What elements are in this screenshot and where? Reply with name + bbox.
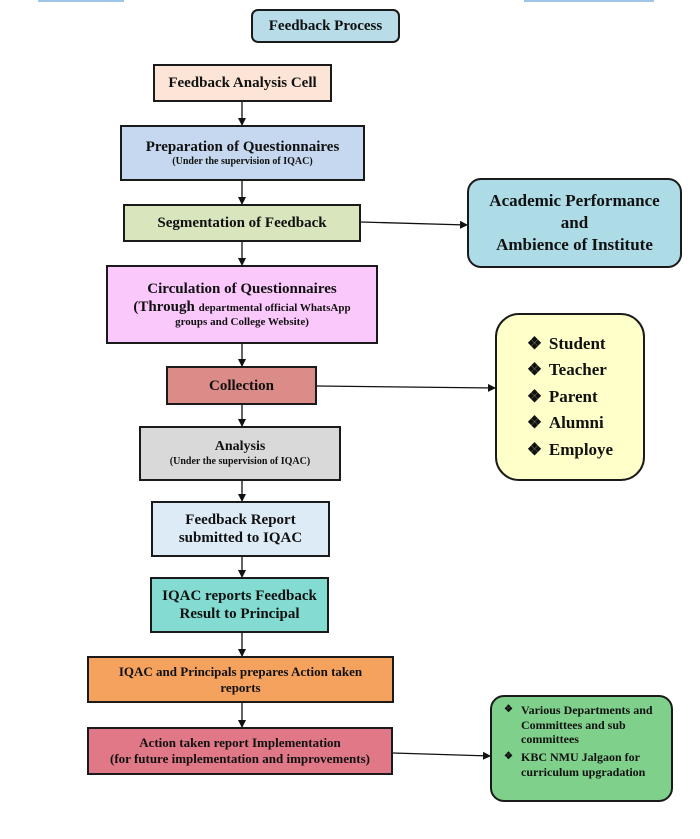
side-box-implementation-bodies: ❖Various Departments and Committees and …	[490, 695, 673, 802]
step-label: Analysis	[214, 439, 266, 455]
step-segmentation-of-feedback: Segmentation of Feedback	[123, 204, 361, 242]
side-box-academic-performance: Academic Performance and Ambience of Ins…	[467, 178, 682, 268]
side-box-line3: Ambience of Institute	[496, 235, 653, 255]
step-collection: Collection	[166, 366, 317, 405]
step-label-line2: submitted to IQAC	[178, 530, 303, 546]
diamond-bullet-icon: ❖	[504, 750, 513, 762]
arrow-implementation-to-bodies	[392, 751, 491, 760]
stakeholder-item: ❖Employe	[526, 439, 614, 459]
step-label: Collection	[209, 377, 274, 394]
stakeholder-item: ❖Alumni	[526, 413, 604, 433]
implementation-item: ❖KBC NMU Jalgaon for curriculum upgradat…	[504, 749, 646, 779]
step-note: (Under the supervision of IQAC)	[169, 455, 311, 467]
step-label-line1: IQAC reports Feedback	[162, 588, 317, 604]
title-text: Feedback Process	[268, 18, 383, 34]
step-label: Feedback Analysis Cell	[168, 75, 317, 91]
step-analysis: Analysis (Under the supervision of IQAC)	[139, 426, 341, 481]
stakeholder-item: ❖Student	[526, 334, 606, 354]
implementation-item: ❖Various Departments and Committees and …	[504, 703, 653, 747]
stakeholder-item: ❖Parent	[526, 386, 598, 406]
side-box-line2: and	[560, 212, 589, 232]
top-decoration-line-right	[524, 0, 654, 2]
step-circulation-of-questionnaires: Circulation of Questionnaires (Through d…	[106, 265, 378, 344]
step-label: Circulation of Questionnaires	[147, 280, 337, 297]
side-box-stakeholders: ❖Student ❖Teacher ❖Parent ❖Alumni ❖Emplo…	[495, 313, 645, 481]
diamond-bullet-icon: ❖	[526, 360, 543, 380]
stakeholder-list: ❖Student ❖Teacher ❖Parent ❖Alumni ❖Emplo…	[527, 328, 613, 466]
step-label: Preparation of Questionnaires	[145, 139, 340, 155]
step-note-rest: departmental official WhatsApp	[198, 301, 351, 314]
step-action-taken-implementation: Action taken report Implementation (for …	[87, 727, 393, 775]
implementation-list: ❖Various Departments and Committees and …	[504, 703, 661, 782]
step-note-lead: (Through	[133, 298, 195, 315]
step-label-line2: reports	[220, 679, 261, 695]
step-iqac-reports-result: IQAC reports Feedback Result to Principa…	[150, 577, 329, 633]
diamond-bullet-icon: ❖	[526, 334, 543, 354]
step-label: Segmentation of Feedback	[157, 215, 327, 231]
step-label-line2: (for future implementation and improveme…	[110, 751, 370, 766]
diamond-bullet-icon: ❖	[504, 704, 513, 715]
step-preparation-of-questionnaires: Preparation of Questionnaires (Under the…	[120, 125, 365, 181]
step-note-line2: groups and College Website)	[175, 315, 309, 328]
step-action-taken-reports: IQAC and Principals prepares Action take…	[87, 656, 394, 703]
step-label-line1: IQAC and Principals prepares Action take…	[118, 663, 363, 679]
step-label-line2: Result to Principal	[179, 606, 300, 622]
step-feedback-report: Feedback Report submitted to IQAC	[151, 501, 330, 557]
step-label-line1: Action taken report Implementation	[139, 735, 341, 751]
diamond-bullet-icon: ❖	[526, 413, 543, 433]
step-note: (Through departmental official WhatsApp	[133, 298, 350, 316]
step-label-line1: Feedback Report	[185, 512, 296, 528]
step-feedback-analysis-cell: Feedback Analysis Cell	[153, 64, 332, 102]
step-note: (Under the supervision of IQAC)	[172, 156, 313, 167]
arrow-segmentation-to-performance	[360, 220, 468, 229]
stakeholder-item: ❖Teacher	[526, 360, 607, 380]
top-decoration-line-left	[38, 0, 124, 2]
side-box-line1: Academic Performance	[489, 190, 660, 210]
title-box: Feedback Process	[251, 9, 400, 43]
diamond-bullet-icon: ❖	[526, 386, 543, 406]
diamond-bullet-icon: ❖	[526, 439, 543, 459]
arrow-collection-to-stakeholders	[316, 383, 496, 392]
